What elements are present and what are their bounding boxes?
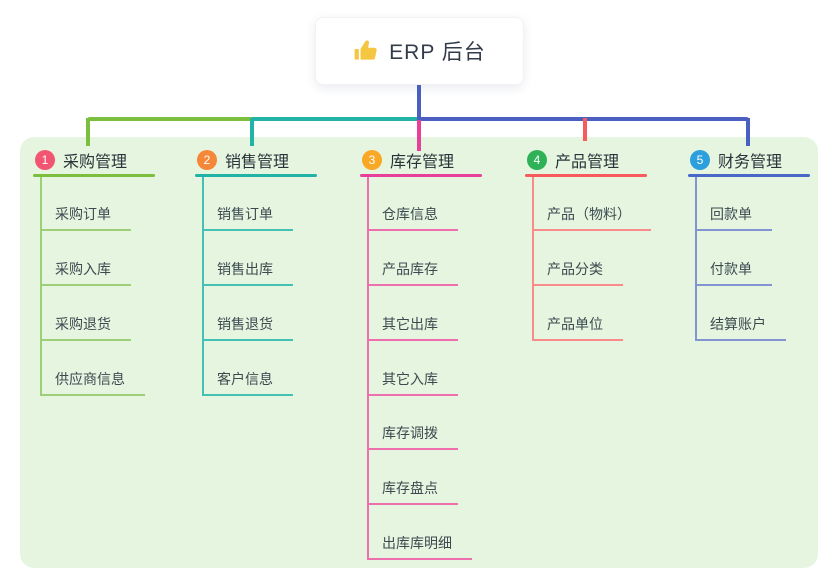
child-node[interactable]: 销售订单 xyxy=(202,201,293,231)
child-node[interactable]: 销售退货 xyxy=(202,311,293,341)
child-node[interactable]: 采购退货 xyxy=(40,311,131,341)
branch-number-badge: 2 xyxy=(197,150,217,170)
branch-title: 采购管理 xyxy=(63,154,128,171)
branch-number-badge: 1 xyxy=(35,150,55,170)
branch3-drop-line xyxy=(417,120,421,151)
child-node[interactable]: 仓库信息 xyxy=(367,201,458,231)
branch-finance-header[interactable]: 5 财务管理 xyxy=(690,148,782,172)
root-title: ERP 后台 xyxy=(389,41,486,64)
branch-number-badge: 3 xyxy=(362,150,382,170)
branch-child-connector xyxy=(695,177,697,339)
child-node[interactable]: 出库库明细 xyxy=(367,530,472,560)
branch-child-connector xyxy=(367,177,369,558)
branch-title: 库存管理 xyxy=(390,154,455,171)
child-node[interactable]: 产品库存 xyxy=(367,256,458,286)
root-node[interactable]: ERP 后台 xyxy=(315,17,524,85)
child-node[interactable]: 其它出库 xyxy=(367,311,458,341)
child-node[interactable]: 库存调拨 xyxy=(367,420,458,450)
branch-inventory-header[interactable]: 3 库存管理 xyxy=(362,148,454,172)
branch-underline xyxy=(195,174,317,177)
canvas-panel xyxy=(20,137,818,568)
child-node[interactable]: 产品单位 xyxy=(532,311,623,341)
branch-child-connector xyxy=(532,177,534,339)
branch5-drop-line xyxy=(746,118,750,146)
child-node[interactable]: 销售出库 xyxy=(202,256,293,286)
branch4-drop-line xyxy=(583,118,587,141)
child-node[interactable]: 付款单 xyxy=(695,256,772,286)
child-node[interactable]: 产品分类 xyxy=(532,256,623,286)
child-node[interactable]: 其它入库 xyxy=(367,366,458,396)
branch1-horizontal-line xyxy=(86,117,254,121)
branch-underline xyxy=(688,174,810,177)
branch2-drop-line xyxy=(250,118,254,146)
child-node[interactable]: 采购入库 xyxy=(40,256,131,286)
child-node[interactable]: 采购订单 xyxy=(40,201,131,231)
root-connector-line xyxy=(417,83,421,121)
branch-underline xyxy=(33,174,155,177)
branch-underline xyxy=(525,174,647,177)
branch-number-badge: 5 xyxy=(690,150,710,170)
branch-title: 产品管理 xyxy=(555,154,620,171)
branch-title: 销售管理 xyxy=(225,154,290,171)
branch-sales-header[interactable]: 2 销售管理 xyxy=(197,148,289,172)
child-node[interactable]: 供应商信息 xyxy=(40,366,145,396)
branch-title: 财务管理 xyxy=(718,154,783,171)
branch-purchase-header[interactable]: 1 采购管理 xyxy=(35,148,127,172)
child-node[interactable]: 结算账户 xyxy=(695,311,786,341)
thumbs-up-icon xyxy=(353,38,379,64)
child-node[interactable]: 库存盘点 xyxy=(367,475,458,505)
branch1-drop-line xyxy=(86,118,90,146)
child-node[interactable]: 回款单 xyxy=(695,201,772,231)
branch-underline xyxy=(360,174,482,177)
child-node[interactable]: 客户信息 xyxy=(202,366,293,396)
branch-number-badge: 4 xyxy=(527,150,547,170)
branch-product-header[interactable]: 4 产品管理 xyxy=(527,148,619,172)
branch2-horizontal-line xyxy=(252,117,420,121)
child-node[interactable]: 产品（物料） xyxy=(532,201,651,231)
